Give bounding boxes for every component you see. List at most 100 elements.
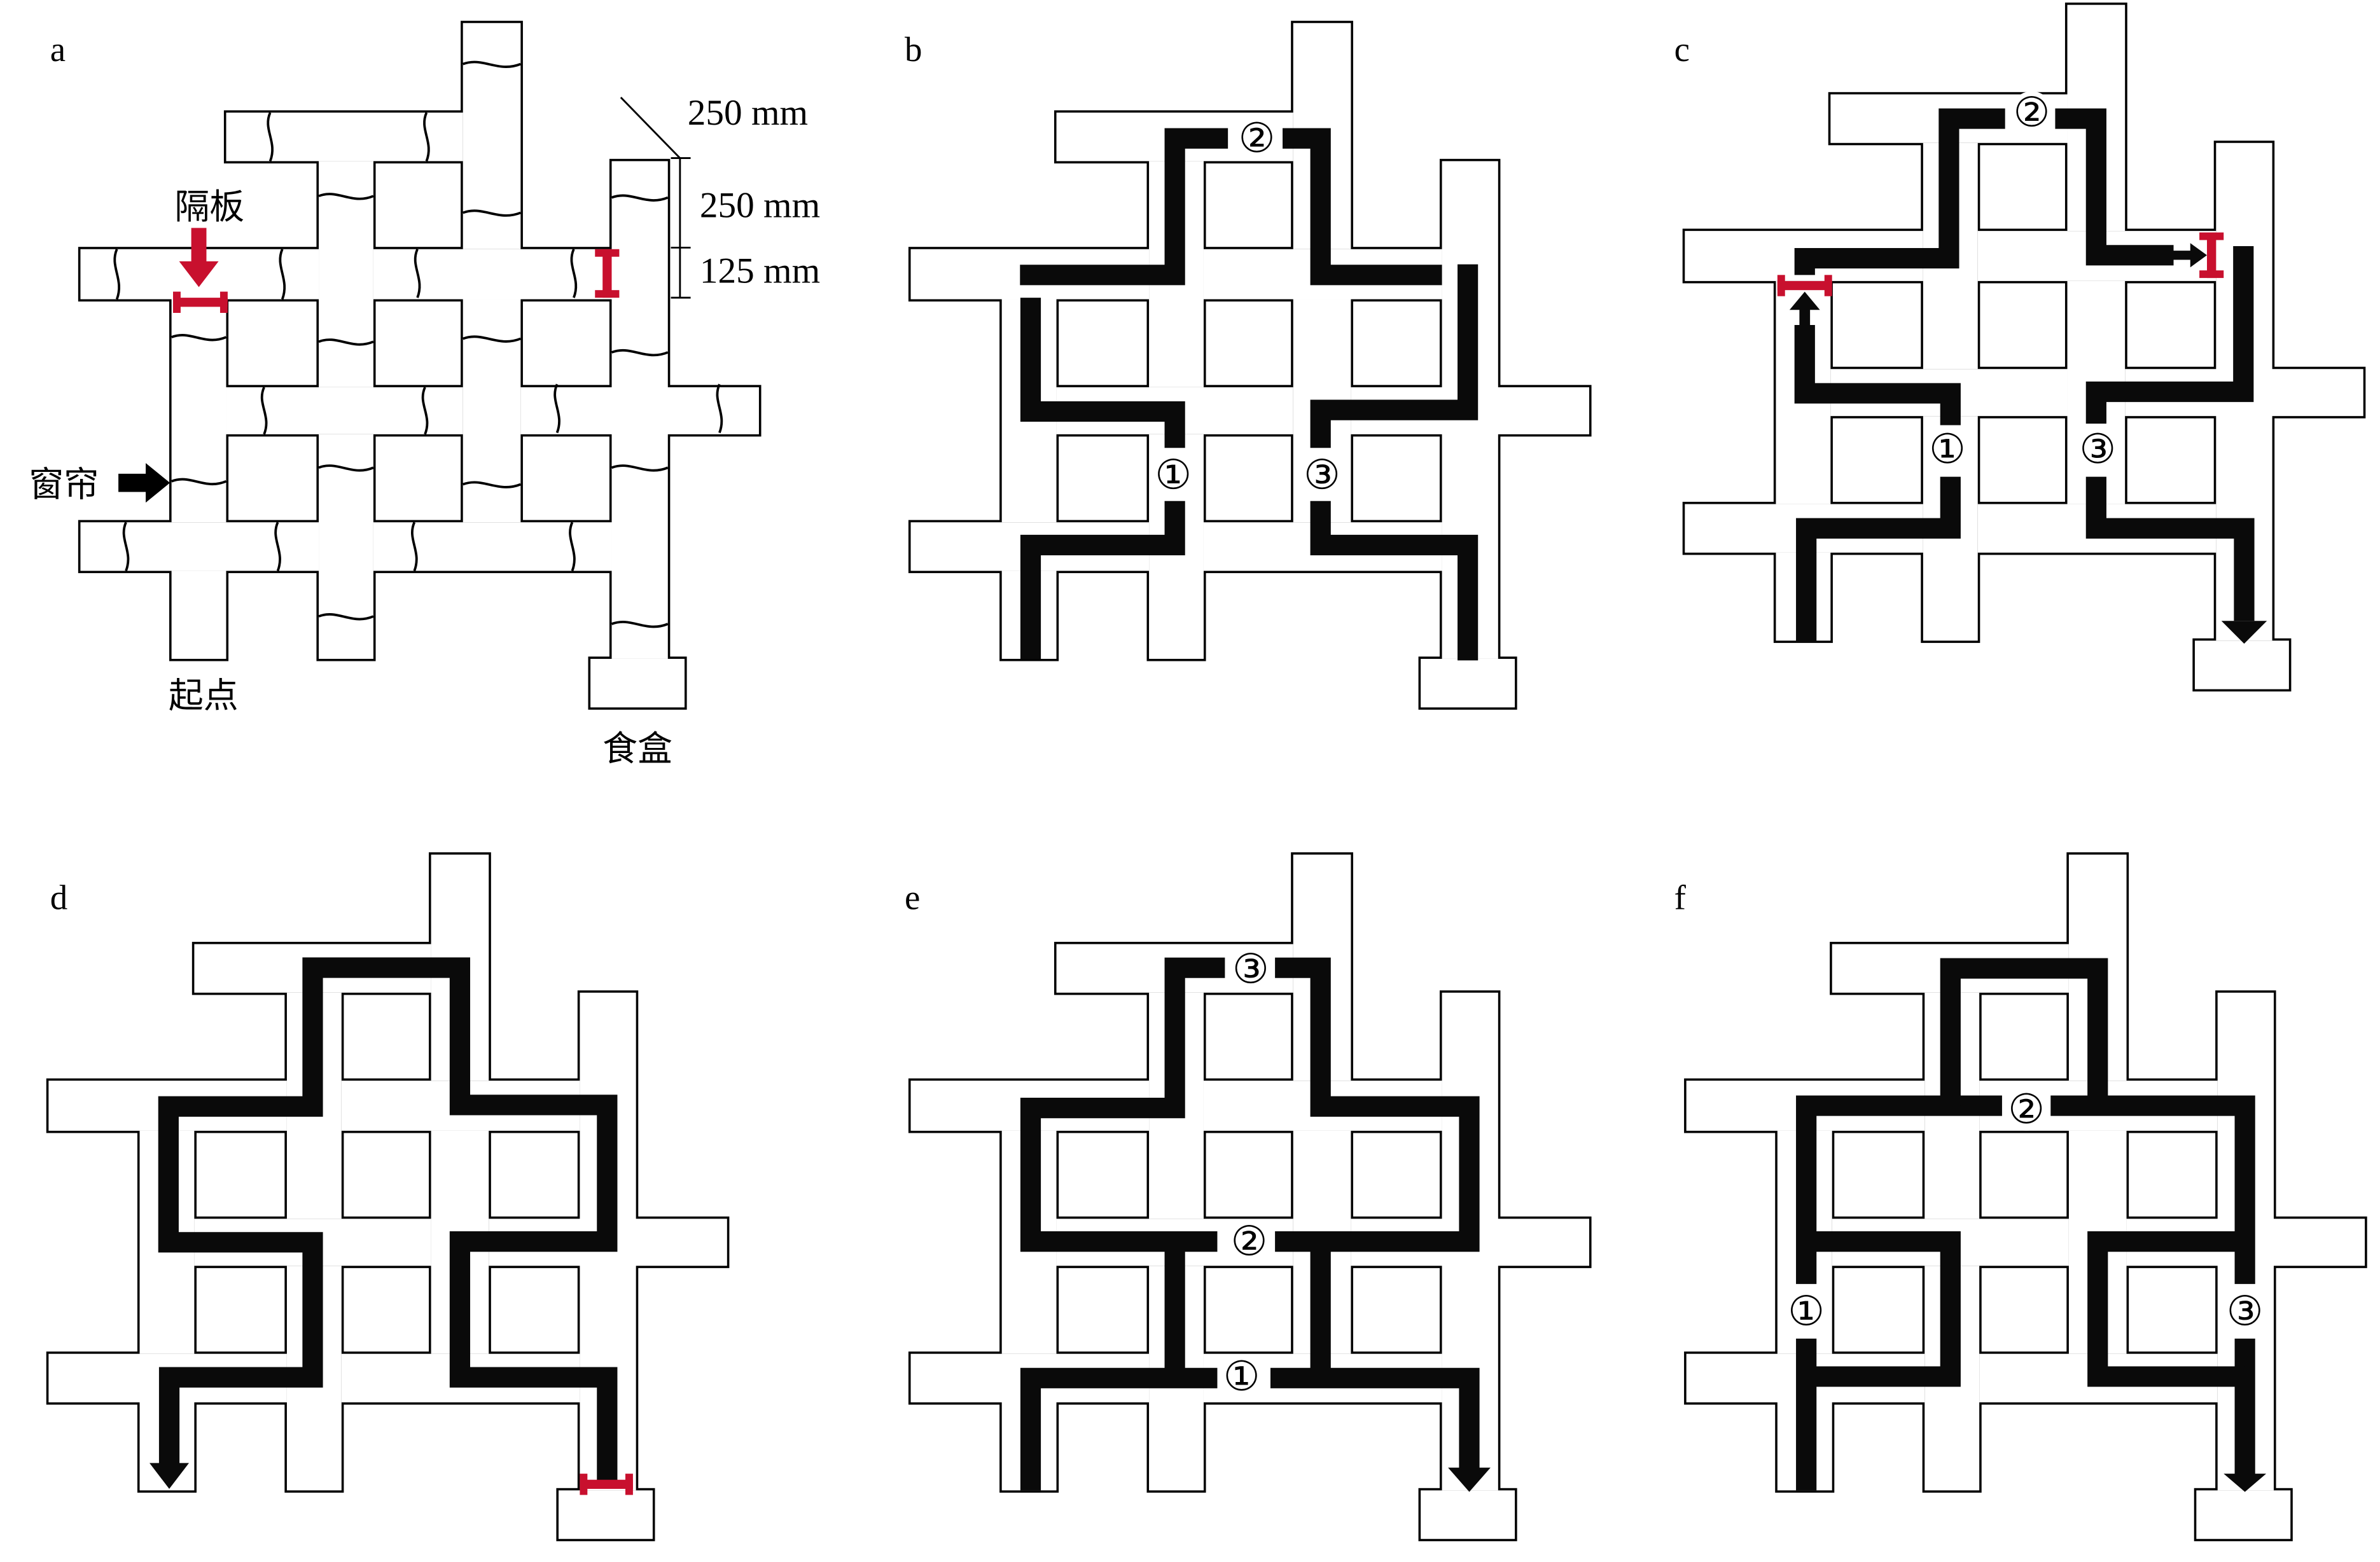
- route-segment-marker: ①: [1220, 1353, 1263, 1400]
- route-path: [1283, 128, 1442, 286]
- marker-number: ②: [2014, 89, 2050, 137]
- curtain-label: 窗帘: [29, 464, 99, 505]
- maze-panel-b: ① ② ③: [908, 20, 1592, 710]
- curtain: [318, 464, 374, 472]
- marker-number: ①: [1788, 1287, 1825, 1335]
- route-path: [1310, 501, 1479, 661]
- route-path: [1796, 1095, 2002, 1284]
- curtain-arrow-icon: [118, 463, 170, 503]
- partition-arrow-icon: [179, 228, 219, 287]
- maze-panel-d: [46, 852, 730, 1542]
- partition-barrier: [2199, 232, 2224, 279]
- partition-barrier: [595, 249, 620, 298]
- maze-outline: [78, 20, 762, 710]
- route-path: [1020, 298, 1185, 448]
- marker-number: ①: [1929, 425, 1966, 473]
- curtain: [260, 387, 268, 435]
- panel-label-c: c: [1674, 30, 1690, 69]
- curtains: [113, 60, 723, 628]
- arrowhead-icon: [150, 1463, 190, 1489]
- dimension-annotations: 250 mm 250 mm 125 mm: [620, 93, 820, 299]
- start-label: 起点: [169, 675, 239, 715]
- curtain: [570, 248, 578, 298]
- arrowhead-icon: [2223, 1474, 2267, 1492]
- marker-number: ③: [2227, 1287, 2264, 1335]
- partition-barrier: [580, 1474, 633, 1495]
- curtain: [267, 112, 274, 162]
- curtain: [410, 522, 418, 572]
- dimension-leader-line: [620, 97, 681, 159]
- curtain: [463, 335, 522, 343]
- route-path: [1270, 1367, 1480, 1469]
- route-path: [2087, 1231, 2245, 1387]
- maze-panel-c: ① ② ③: [1682, 3, 2366, 692]
- route-path: [1020, 957, 1225, 1252]
- route-segment-marker: ①: [1926, 425, 1969, 473]
- curtain: [463, 481, 522, 488]
- marker-number: ①: [1223, 1353, 1260, 1400]
- curtain: [611, 349, 669, 357]
- marker-number: ②: [1239, 114, 1276, 162]
- route-segment-marker: ③: [2223, 1287, 2267, 1335]
- panel-label-e: e: [905, 878, 920, 917]
- curtain: [421, 387, 429, 435]
- curtain: [611, 464, 669, 472]
- maze-panels: ① ② ③ ① ② ③ ① ② ③ ① ② ③: [46, 3, 2367, 1542]
- marker-number: ①: [1155, 452, 1192, 499]
- maze-outline: [1684, 852, 2367, 1542]
- route-segment-marker: ②: [2005, 1086, 2048, 1133]
- route-segment-marker: ②: [1228, 1218, 1270, 1266]
- route-path: [1020, 1367, 1218, 1491]
- marker-number: ③: [1232, 945, 1269, 993]
- marker-number: ②: [2008, 1086, 2045, 1133]
- route-path: [1275, 957, 1480, 1252]
- maze-panel-a: [78, 20, 762, 710]
- panel-label-a: a: [50, 30, 66, 69]
- route-segment-marker: ②: [2010, 89, 2053, 137]
- curtain: [122, 522, 130, 572]
- curtain: [414, 248, 421, 298]
- panel-label-f: f: [1674, 878, 1687, 917]
- curtain: [279, 249, 286, 300]
- route-path: [1794, 108, 2005, 275]
- dimension-diagonal-label: 250 mm: [688, 93, 808, 133]
- route-path: [1940, 958, 2108, 1106]
- panel-label-d: d: [50, 878, 67, 917]
- arrowhead-icon: [2190, 243, 2208, 268]
- marker-number: ②: [1231, 1218, 1268, 1266]
- route-segment-marker: ③: [1300, 452, 1344, 499]
- route-path: [2085, 476, 2255, 621]
- curtain: [716, 384, 723, 434]
- route-path: [1310, 264, 1479, 448]
- dimension-upper-label: 250 mm: [700, 186, 820, 226]
- curtain: [318, 193, 374, 200]
- dimension-lower-label: 125 mm: [700, 251, 820, 291]
- route-path: [1020, 128, 1228, 286]
- route-segment-marker: ③: [1229, 945, 1272, 993]
- route-path: [2055, 108, 2174, 266]
- route-segment-marker: ①: [1785, 1287, 1828, 1335]
- curtain: [113, 249, 121, 300]
- curtain: [553, 384, 560, 434]
- food-box-label: 食盒: [602, 728, 672, 769]
- partition-label: 隔板: [174, 186, 244, 227]
- partition-barrier: [172, 291, 228, 313]
- route-path: [1806, 1231, 1961, 1387]
- maze-panel-e: ① ② ③: [908, 852, 1592, 1542]
- route-segment-marker: ②: [1235, 114, 1278, 162]
- curtain: [170, 478, 227, 485]
- curtain: [463, 209, 522, 217]
- curtain: [611, 620, 669, 628]
- partition-barrier: [1777, 275, 1832, 296]
- arrowhead-icon: [1448, 1467, 1491, 1492]
- curtain: [274, 522, 281, 572]
- route-path: [1020, 501, 1185, 659]
- route-path: [158, 957, 618, 1482]
- curtain: [318, 338, 374, 346]
- maze-outline: [46, 852, 730, 1542]
- marker-number: ③: [1304, 452, 1340, 499]
- route-path: [1794, 325, 1961, 425]
- marker-number: ③: [2079, 425, 2116, 473]
- route-segment-marker: ③: [2076, 425, 2119, 473]
